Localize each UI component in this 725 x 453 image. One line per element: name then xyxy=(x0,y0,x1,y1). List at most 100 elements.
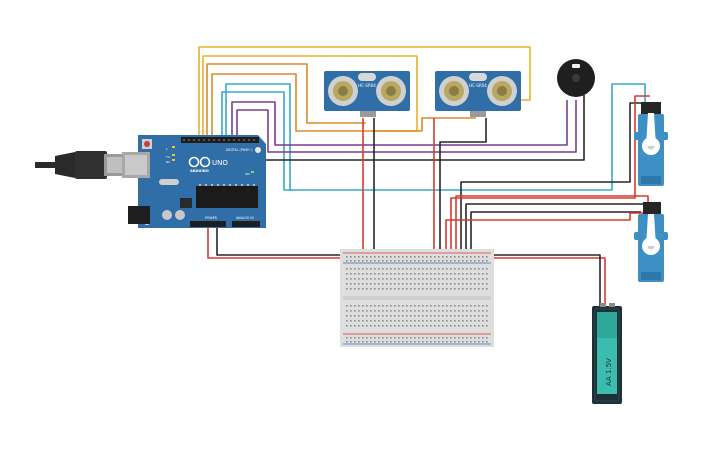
breadboard-hole xyxy=(402,260,404,262)
breadboard-hole xyxy=(414,260,416,262)
arduino-brand: ARDUINO xyxy=(190,169,209,173)
breadboard-hole xyxy=(406,305,408,307)
breadboard-hole xyxy=(358,256,360,258)
breadboard-hole xyxy=(386,337,388,339)
breadboard-hole xyxy=(378,268,380,270)
breadboard-hole xyxy=(418,341,420,343)
breadboard-hole xyxy=(434,256,436,258)
breadboard-hole xyxy=(470,268,472,270)
breadboard-hole xyxy=(478,268,480,270)
breadboard-hole xyxy=(470,273,472,275)
breadboard-hole xyxy=(474,283,476,285)
breadboard-hole xyxy=(374,260,376,262)
breadboard-hole xyxy=(398,273,400,275)
breadboard-hole xyxy=(390,341,392,343)
breadboard-hole xyxy=(478,283,480,285)
breadboard-hole xyxy=(354,260,356,262)
breadboard-hole xyxy=(430,320,432,322)
breadboard-hole xyxy=(422,288,424,290)
breadboard-hole xyxy=(346,278,348,280)
breadboard-hole xyxy=(482,305,484,307)
breadboard-hole xyxy=(410,278,412,280)
breadboard-hole xyxy=(370,288,372,290)
breadboard-hole xyxy=(466,256,468,258)
wires xyxy=(198,46,653,306)
breadboard-hole xyxy=(350,268,352,270)
breadboard-hole xyxy=(434,260,436,262)
breadboard-hole xyxy=(362,283,364,285)
breadboard-hole xyxy=(406,268,408,270)
breadboard-hole xyxy=(462,341,464,343)
breadboard-hole xyxy=(346,315,348,317)
breadboard-hole xyxy=(442,320,444,322)
breadboard-hole xyxy=(350,278,352,280)
breadboard-hole xyxy=(422,337,424,339)
breadboard-hole xyxy=(426,315,428,317)
breadboard-hole xyxy=(390,337,392,339)
breadboard-hole xyxy=(434,320,436,322)
breadboard-hole xyxy=(478,337,480,339)
breadboard-hole xyxy=(482,268,484,270)
breadboard-hole xyxy=(458,310,460,312)
breadboard-hole xyxy=(442,256,444,258)
breadboard-hole xyxy=(414,268,416,270)
breadboard-hole xyxy=(350,325,352,327)
breadboard-hole xyxy=(430,278,432,280)
breadboard-hole xyxy=(414,310,416,312)
breadboard-hole xyxy=(378,341,380,343)
breadboard-hole xyxy=(378,315,380,317)
breadboard-hole xyxy=(486,310,488,312)
breadboard-hole xyxy=(418,288,420,290)
breadboard-hole xyxy=(486,268,488,270)
breadboard-hole xyxy=(434,273,436,275)
breadboard-hole xyxy=(462,320,464,322)
breadboard-hole xyxy=(362,341,364,343)
breadboard-hole xyxy=(462,310,464,312)
breadboard-hole xyxy=(458,315,460,317)
breadboard-hole xyxy=(414,278,416,280)
breadboard-hole xyxy=(418,260,420,262)
breadboard-hole xyxy=(382,260,384,262)
breadboard-hole xyxy=(394,283,396,285)
breadboard-hole xyxy=(398,278,400,280)
breadboard-hole xyxy=(386,256,388,258)
breadboard-hole xyxy=(410,268,412,270)
breadboard-hole xyxy=(482,273,484,275)
breadboard-hole xyxy=(406,315,408,317)
breadboard-hole xyxy=(434,283,436,285)
breadboard-hole xyxy=(358,268,360,270)
breadboard-hole xyxy=(450,341,452,343)
breadboard-hole xyxy=(430,325,432,327)
breadboard-hole xyxy=(474,273,476,275)
breadboard-hole xyxy=(378,260,380,262)
breadboard-hole xyxy=(398,337,400,339)
breadboard-hole xyxy=(434,325,436,327)
breadboard-hole xyxy=(454,310,456,312)
rx-led-label: RX xyxy=(166,160,170,164)
wire-cyan xyxy=(221,83,646,191)
breadboard-hole xyxy=(390,310,392,312)
breadboard-hole xyxy=(470,310,472,312)
breadboard-hole xyxy=(406,288,408,290)
breadboard-hole xyxy=(386,310,388,312)
breadboard-hole xyxy=(386,288,388,290)
breadboard-hole xyxy=(422,268,424,270)
breadboard-hole xyxy=(478,315,480,317)
breadboard-hole xyxy=(438,320,440,322)
breadboard-hole xyxy=(418,310,420,312)
wire-purple xyxy=(231,100,568,146)
breadboard-hole xyxy=(442,268,444,270)
wire-black xyxy=(216,226,343,256)
breadboard-hole xyxy=(414,315,416,317)
breadboard-hole xyxy=(362,310,364,312)
breadboard-hole xyxy=(434,315,436,317)
breadboard-hole xyxy=(454,320,456,322)
breadboard-hole xyxy=(458,341,460,343)
breadboard-hole xyxy=(406,278,408,280)
breadboard-hole xyxy=(446,278,448,280)
breadboard-hole xyxy=(382,310,384,312)
breadboard-hole xyxy=(410,283,412,285)
breadboard-hole xyxy=(374,320,376,322)
breadboard-hole xyxy=(390,315,392,317)
breadboard-hole xyxy=(486,283,488,285)
